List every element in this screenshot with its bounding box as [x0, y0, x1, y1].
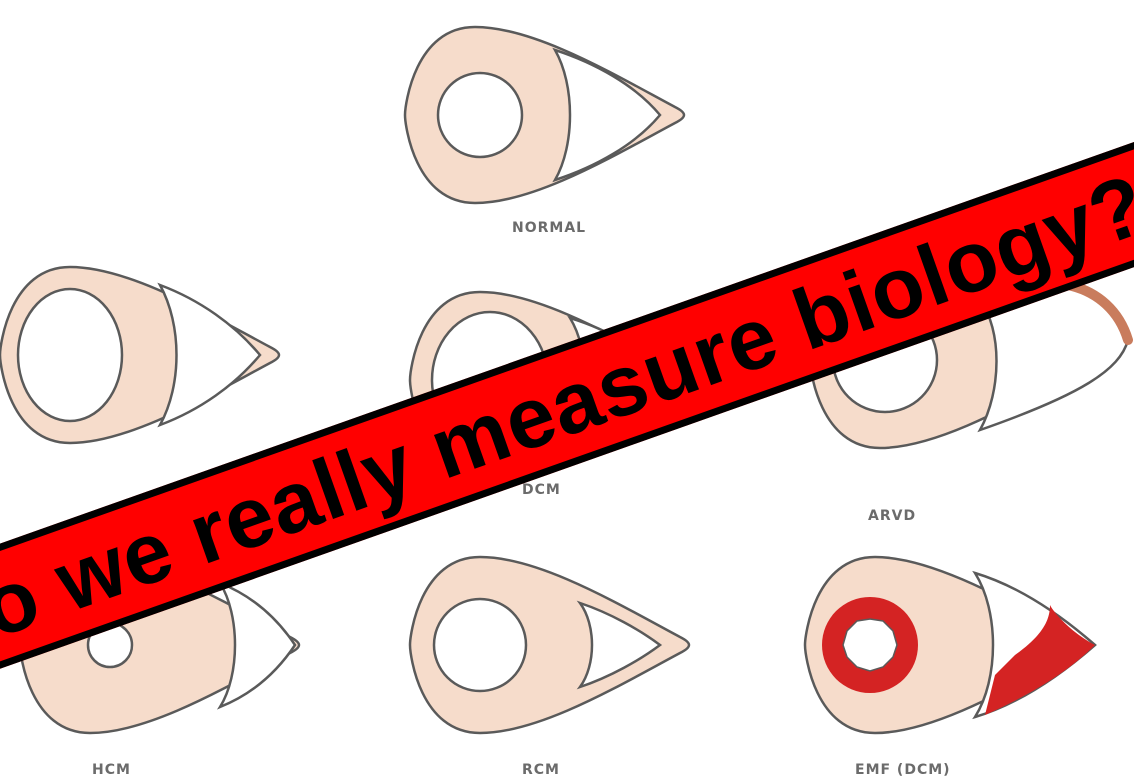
label-dcm: DCM — [522, 482, 561, 498]
label-emf: EMF (DCM) — [855, 762, 951, 778]
label-normal: NORMAL — [512, 220, 586, 236]
heart-emf — [805, 557, 1095, 733]
label-rcm: RCM — [522, 762, 560, 778]
heart-dilated-left — [0, 267, 279, 443]
heart-rcm — [410, 557, 689, 733]
label-arvd: ARVD — [868, 508, 916, 524]
heart-normal — [405, 27, 684, 203]
lv-cavity — [438, 73, 522, 157]
label-hcm: HCM — [92, 762, 131, 778]
rv-cavity — [555, 50, 660, 180]
